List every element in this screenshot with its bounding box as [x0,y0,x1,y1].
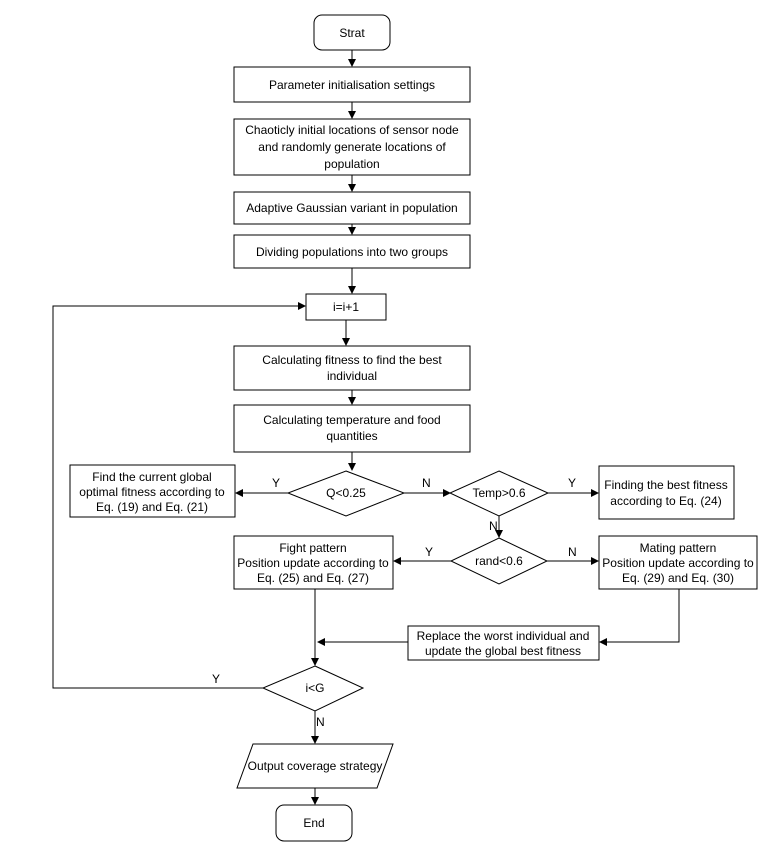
node-find-global-line-2: optimal fitness according to [79,485,225,499]
node-calc-fitness: Calculating fitness to find the best ind… [233,345,471,391]
node-start-text: Strat [339,26,365,40]
node-output-text: Output coverage strategy [248,759,383,773]
node-increment-text: i=i+1 [333,300,359,314]
node-best-fitness-line-1: Finding the best fitness [604,478,727,492]
edge-label-g-yes: Y [212,672,220,686]
node-best-fitness: Finding the best fitness according to Eq… [598,465,735,520]
node-chaotic-init-line-2: and randomly generate locations of [258,140,446,154]
edge-label-rand-yes: Y [425,545,433,559]
edge-label-q-no: N [422,476,431,490]
node-calc-temp-line-1: Calculating temperature and food [263,413,440,427]
node-find-global: Find the current global optimal fitness … [69,464,236,518]
node-dividing: Dividing populations into two groups [233,234,471,269]
node-temp-decision: Temp>0.6 [448,470,550,517]
node-end: End [275,804,353,842]
node-g-decision-text: i<G [305,681,324,695]
node-best-fitness-line-2: according to Eq. (24) [610,494,721,508]
node-output: Output coverage strategy [236,743,394,789]
connectors [52,50,680,805]
node-start: Strat [313,14,391,51]
node-fight-line-1: Fight pattern [279,541,346,555]
node-g-decision: i<G [261,665,365,712]
edge-label-temp-yes: Y [568,476,576,490]
node-replace: Replace the worst individual and update … [407,625,600,661]
node-param-init: Parameter initialisation settings [233,66,471,103]
edge-label-rand-no: N [568,545,577,559]
node-rand-decision-text: rand<0.6 [475,554,523,568]
node-mating-line-2: Position update according to [602,556,754,570]
node-increment: i=i+1 [305,293,387,321]
node-chaotic-init-line-1: Chaoticly initial locations of sensor no… [245,123,459,137]
node-calc-temp-line-2: quantities [326,429,377,443]
node-chaotic-init-line-3: population [324,157,379,171]
node-rand-decision: rand<0.6 [449,537,549,585]
node-calc-fitness-line-1: Calculating fitness to find the best [262,353,442,367]
node-mating-line-1: Mating pattern [640,541,717,555]
node-calc-temp: Calculating temperature and food quantit… [233,404,471,453]
node-fight-line-3: Eq. (25) and Eq. (27) [257,571,369,585]
node-mating-line-3: Eq. (29) and Eq. (30) [622,571,734,585]
node-chaotic-init: Chaoticly initial locations of sensor no… [233,118,471,176]
node-q-decision: Q<0.25 [286,470,406,517]
node-temp-decision-text: Temp>0.6 [472,486,525,500]
node-fight: Fight pattern Position update according … [233,535,394,590]
edge-label-temp-no: N [489,519,498,533]
edge-label-g-no: N [316,715,325,729]
node-replace-line-2: update the global best fitness [425,644,581,658]
node-dividing-text: Dividing populations into two groups [256,245,448,259]
node-find-global-line-3: Eq. (19) and Eq. (21) [96,500,208,514]
node-param-init-text: Parameter initialisation settings [269,78,435,92]
edge-labels: Y N Y N Y N Y N [212,476,577,729]
node-fight-line-2: Position update according to [237,556,389,570]
node-q-decision-text: Q<0.25 [326,486,366,500]
node-gaussian-text: Adaptive Gaussian variant in population [246,201,457,215]
node-mating: Mating pattern Position update according… [598,535,758,590]
edge-label-q-yes: Y [272,476,280,490]
node-find-global-line-1: Find the current global [92,470,211,484]
node-replace-line-1: Replace the worst individual and [417,629,590,643]
node-end-text: End [303,816,324,830]
node-calc-fitness-line-2: individual [327,369,377,383]
node-gaussian: Adaptive Gaussian variant in population [233,191,471,225]
